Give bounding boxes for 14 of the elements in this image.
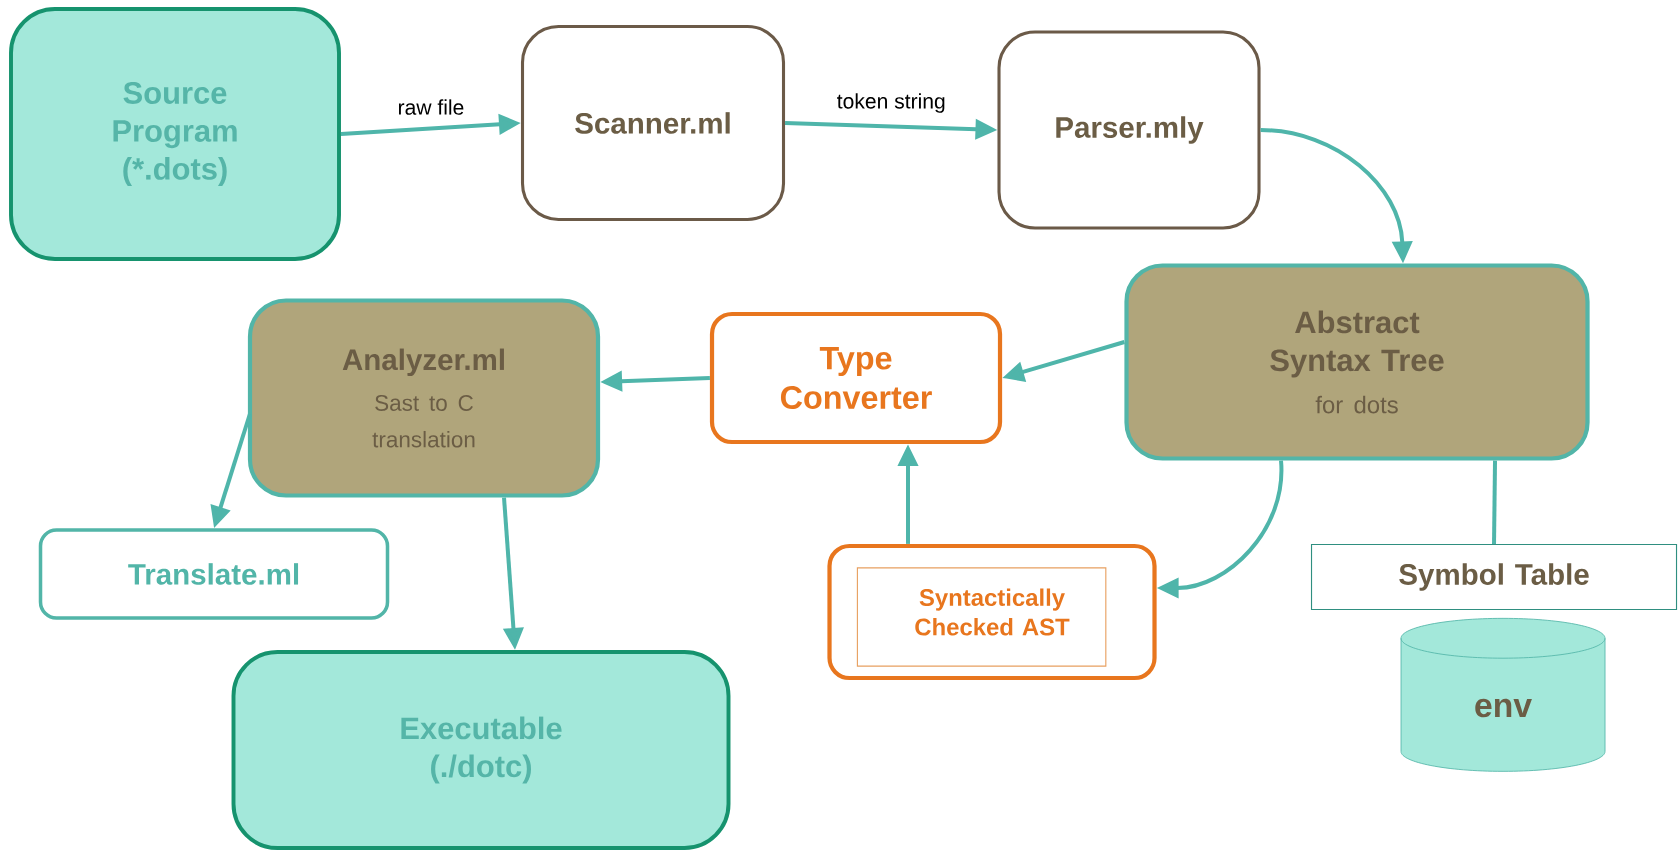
process-box: Abstract Syntax Tree for dots xyxy=(1124,263,1590,461)
edge-label: raw file xyxy=(396,97,466,117)
process-box: Type Converter xyxy=(709,311,1003,445)
terminal-box: Source Program (*.dots) xyxy=(9,7,341,261)
database-cylinder: env xyxy=(1400,617,1606,772)
process-box: Analyzer.ml Sast to C translation xyxy=(247,298,601,498)
process-box: Parser.mly xyxy=(997,30,1261,230)
terminal-box: Executable (./dotc) xyxy=(231,650,731,850)
connector-line xyxy=(1492,460,1497,544)
edge-label: token string xyxy=(835,91,948,115)
table-box: Symbol Table xyxy=(1310,543,1678,611)
process-box: Translate.ml xyxy=(38,528,390,620)
process-box: Scanner.ml xyxy=(520,24,786,222)
process-box: Syntactically Checked AST xyxy=(827,543,1157,681)
